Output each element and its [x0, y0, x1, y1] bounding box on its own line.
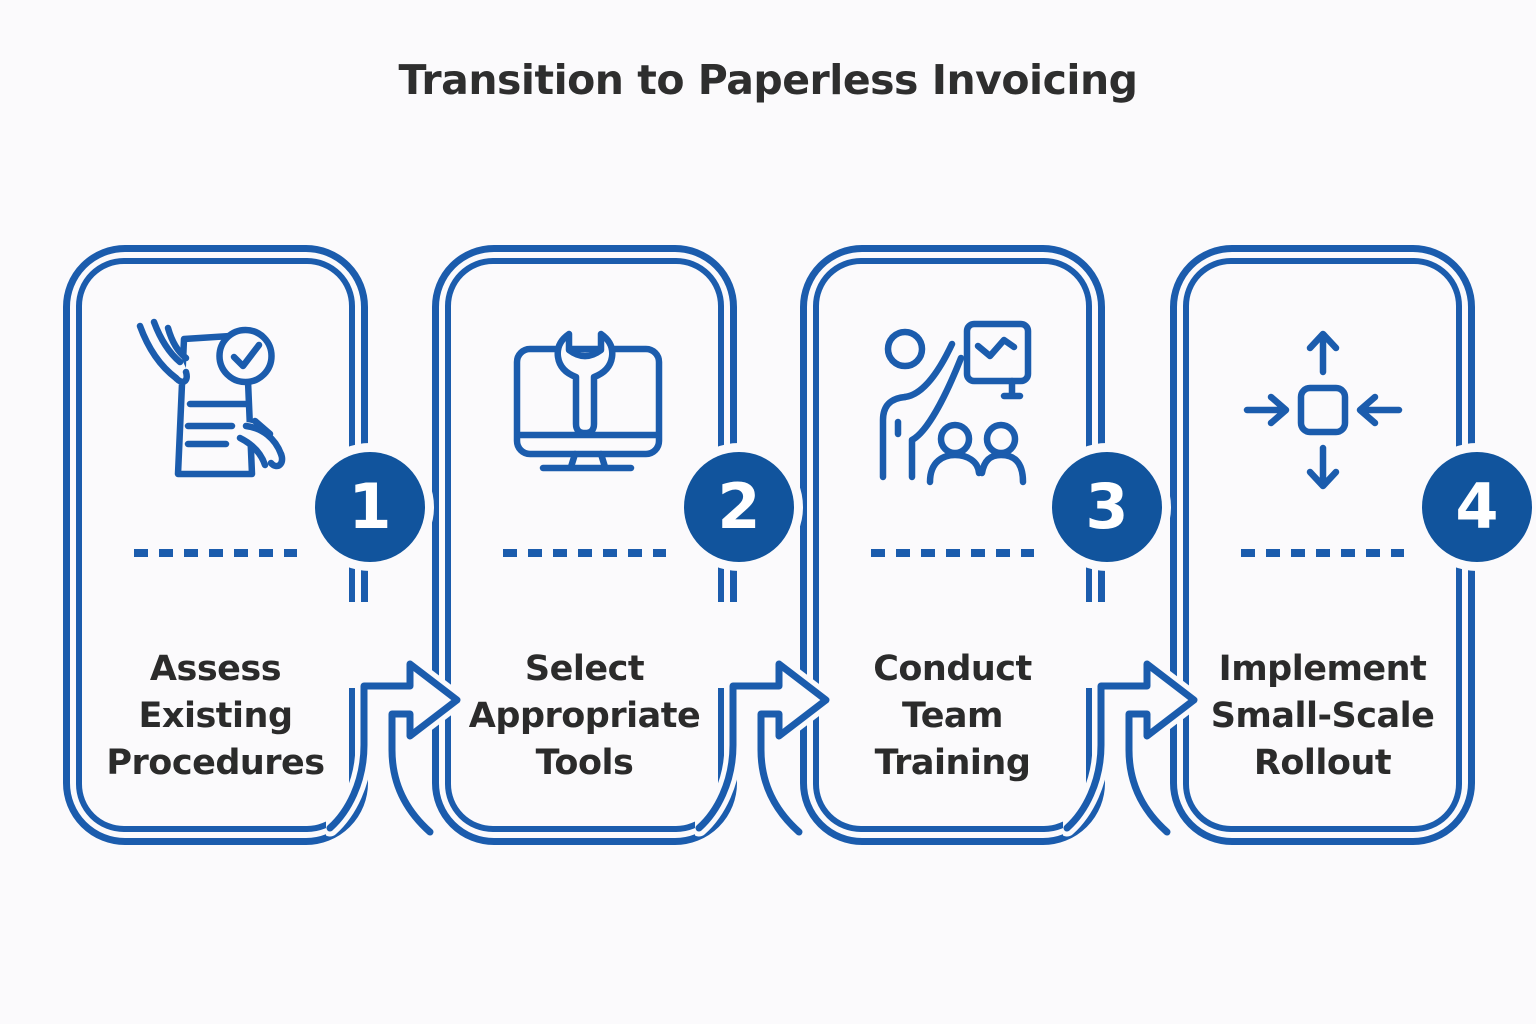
step-label-line: Procedures [106, 743, 325, 783]
step-1-label: Assess Existing Procedures [70, 646, 361, 787]
step-1-badge: 1 [315, 452, 425, 562]
monitor-wrench-icon [513, 330, 662, 472]
step-label-line: Existing [138, 696, 293, 736]
step-label-line: Team [901, 696, 1004, 736]
step-card-4: 4 Implement Small-Scale Rollout [1170, 245, 1532, 845]
page-title: Transition to Paperless Invoicing [398, 56, 1138, 104]
step-label-line: Tools [535, 743, 634, 783]
step-label-line: Assess [149, 649, 282, 689]
step-4-number: 4 [1455, 470, 1499, 543]
step-label-line: Implement [1218, 649, 1427, 689]
expand-contract-arrows-icon [1243, 330, 1402, 490]
step-label-line: Small-Scale [1210, 696, 1435, 736]
step-label-line: Conduct [873, 649, 1032, 689]
step-label-line: Select [524, 649, 645, 689]
document-review-hands-check-icon [136, 318, 285, 478]
step-card-2: 2 Select Appropriate Tools [432, 245, 794, 845]
flow-arrow-3-4-icon [1063, 602, 1203, 841]
step-4-label: Implement Small-Scale Rollout [1177, 646, 1468, 787]
step-label-line: Appropriate [468, 696, 701, 736]
step-3-label: Conduct Team Training [807, 646, 1098, 787]
step-card-1: 1 Assess Existing Procedures [63, 245, 425, 845]
dashed-connector-line [871, 549, 1034, 557]
dashed-connector-line [1241, 549, 1404, 557]
step-3-number: 3 [1085, 470, 1129, 543]
step-2-badge: 2 [684, 452, 794, 562]
step-2-label: Select Appropriate Tools [439, 646, 730, 787]
presenter-whiteboard-audience-icon [879, 320, 1031, 486]
step-2-number: 2 [717, 470, 761, 543]
dashed-connector-line [503, 549, 666, 557]
flow-arrow-2-3-icon [695, 602, 835, 841]
step-card-3: 3 Conduct Team Training [800, 245, 1162, 845]
flow-arrow-1-2-icon [326, 602, 466, 841]
step-label-line: Rollout [1253, 743, 1392, 783]
step-1-number: 1 [348, 470, 392, 543]
step-label-line: Training [874, 743, 1031, 783]
dashed-connector-line [134, 549, 297, 557]
step-3-badge: 3 [1052, 452, 1162, 562]
step-4-badge: 4 [1422, 452, 1532, 562]
